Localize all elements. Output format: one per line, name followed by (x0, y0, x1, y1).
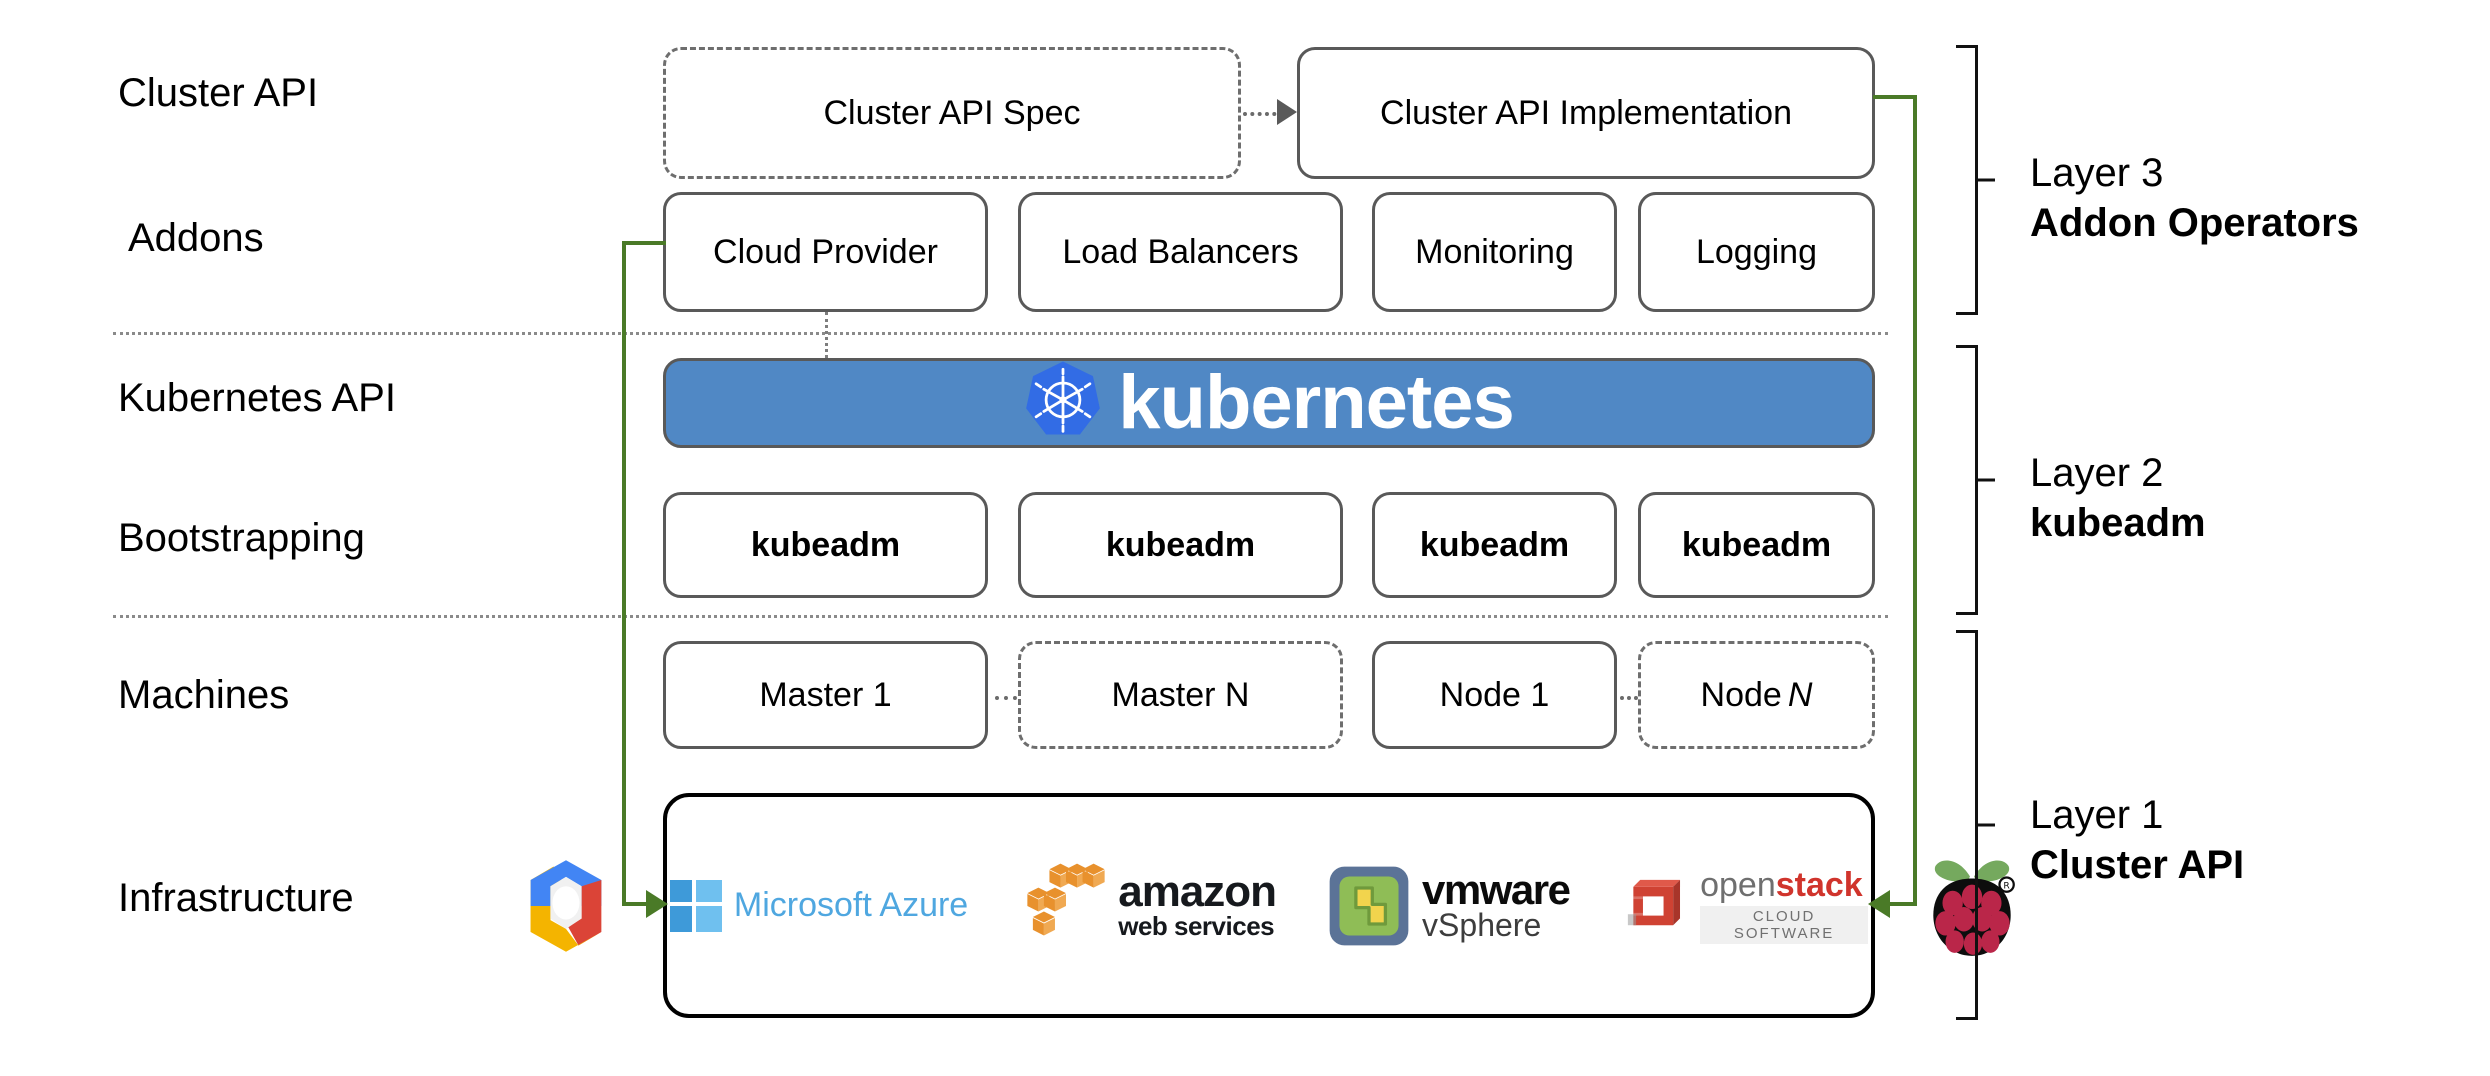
green-connector-right-top (1873, 95, 1917, 99)
aws-cubes-icon (1027, 863, 1105, 935)
green-connector-left-bottom (622, 902, 652, 906)
box-label: Node (1700, 675, 1782, 714)
box-label: Node 1 (1439, 675, 1550, 714)
openstack-word-open: open (1700, 865, 1776, 904)
vsphere-subtitle: vSphere (1422, 907, 1542, 944)
logo-openstack: openstack CLOUD SOFTWARE (1621, 868, 1869, 944)
box-kubeadm-2[interactable]: kubeadm (1018, 492, 1343, 598)
bracket-layer-2 (1956, 345, 1995, 615)
bracket-nub (1975, 478, 1995, 482)
layer-2-line1: Layer 2 (2030, 451, 2164, 495)
box-label: Master 1 (759, 675, 892, 714)
bracket-layer-3 (1956, 45, 1995, 315)
box-kubeadm-4[interactable]: kubeadm (1638, 492, 1875, 598)
row-label-bootstrapping: Bootstrapping (118, 516, 365, 560)
layer-3-line2: Addon Operators (2030, 201, 2359, 245)
box-label: kubeadm (750, 525, 901, 564)
box-label: Monitoring (1415, 232, 1574, 271)
box-monitoring[interactable]: Monitoring (1372, 192, 1617, 312)
azure-wordmark: Microsoft Azure (733, 886, 969, 924)
layer-1-line1: Layer 1 (2030, 793, 2164, 837)
kubernetes-banner[interactable]: kubernetes (663, 358, 1875, 448)
svg-text:R: R (2004, 880, 2011, 891)
box-logging[interactable]: Logging (1638, 192, 1875, 312)
box-label: Logging (1695, 232, 1817, 271)
windows-icon (669, 879, 722, 932)
box-kubeadm-1[interactable]: kubeadm (663, 492, 988, 598)
openstack-wordmark: openstack (1700, 868, 1868, 902)
row-label-cluster-api: Cluster API (118, 71, 319, 115)
logo-vmware-vsphere: vmware vSphere (1328, 865, 1571, 947)
green-arrow-into-infrastructure-right (1868, 890, 1890, 918)
openstack-icon (1628, 879, 1681, 925)
box-kubeadm-3[interactable]: kubeadm (1372, 492, 1617, 598)
kubernetes-wordmark: kubernetes (1118, 360, 1514, 445)
bracket-nub (1975, 178, 1995, 182)
connector-node-ellipsis (1620, 696, 1638, 700)
layer-3-line1: Layer 3 (2030, 151, 2164, 195)
box-cluster-api-implementation[interactable]: Cluster API Implementation (1297, 47, 1875, 179)
layer-label-2: Layer 2 kubeadm (2030, 448, 2206, 548)
amazon-wordmark: amazon (1118, 867, 1277, 917)
box-node-n[interactable]: Node N (1638, 641, 1875, 749)
box-label: Master N (1111, 675, 1250, 714)
openstack-subtitle: CLOUD SOFTWARE (1700, 905, 1869, 944)
box-cluster-api-spec[interactable]: Cluster API Spec (663, 47, 1241, 179)
layer-label-1: Layer 1 Cluster API (2030, 790, 2244, 890)
logo-microsoft-azure: Microsoft Azure (669, 879, 969, 932)
connector-master-ellipsis (995, 696, 1017, 700)
infrastructure-panel[interactable]: Microsoft Azure amazon web serv (530, 793, 2015, 1018)
logo-amazon-web-services: amazon web services (1020, 860, 1277, 952)
bracket-nub (1975, 823, 1995, 827)
box-master-1[interactable]: Master 1 (663, 641, 988, 749)
vmware-wordmark: vmware (1422, 865, 1571, 913)
box-label: Load Balancers (1062, 232, 1299, 271)
box-label: kubeadm (1681, 525, 1832, 564)
row-label-kubernetes-api: Kubernetes API (118, 376, 396, 420)
box-label: Cloud Provider (713, 232, 938, 271)
box-cloud-provider[interactable]: Cloud Provider (663, 192, 988, 312)
row-label-infrastructure: Infrastructure (118, 876, 354, 920)
green-connector-left-vertical (622, 241, 626, 906)
box-node-1[interactable]: Node 1 (1372, 641, 1617, 749)
arrow-head-spec-to-implementation (1277, 99, 1297, 125)
box-label: Cluster API Implementation (1380, 93, 1792, 132)
bracket-layer-1 (1956, 630, 1995, 1020)
box-label: kubeadm (1105, 525, 1256, 564)
box-master-n[interactable]: Master N (1018, 641, 1343, 749)
connector-cloud-provider-to-kubernetes (825, 312, 828, 364)
row-label-addons: Addons (128, 216, 264, 260)
green-connector-left-top (622, 241, 666, 245)
connector-spec-to-implementation (1243, 112, 1291, 116)
kubernetes-helm-icon (1026, 361, 1101, 435)
green-arrow-into-infrastructure-left (646, 890, 668, 918)
layer-2-line2: kubeadm (2030, 501, 2206, 545)
box-label: kubeadm (1419, 525, 1570, 564)
vsphere-icon (1329, 866, 1409, 945)
aws-subtitle: web services (1118, 910, 1275, 941)
green-connector-right-vertical (1913, 95, 1917, 906)
openstack-word-stack: stack (1775, 865, 1863, 904)
separator-layer2-layer1 (113, 615, 1888, 618)
box-load-balancers[interactable]: Load Balancers (1018, 192, 1343, 312)
box-label: Cluster API Spec (823, 93, 1081, 132)
box-label-italic-suffix: N (1787, 675, 1813, 714)
layer-label-3: Layer 3 Addon Operators (2030, 148, 2359, 248)
separator-layer3-layer2 (113, 332, 1888, 335)
layer-1-line2: Cluster API (2030, 843, 2245, 887)
green-connector-right-bottom (1890, 902, 1917, 906)
row-label-machines: Machines (118, 673, 290, 717)
infrastructure-logo-row: Microsoft Azure amazon web serv (530, 850, 2015, 962)
logo-google-cloud (514, 854, 618, 958)
